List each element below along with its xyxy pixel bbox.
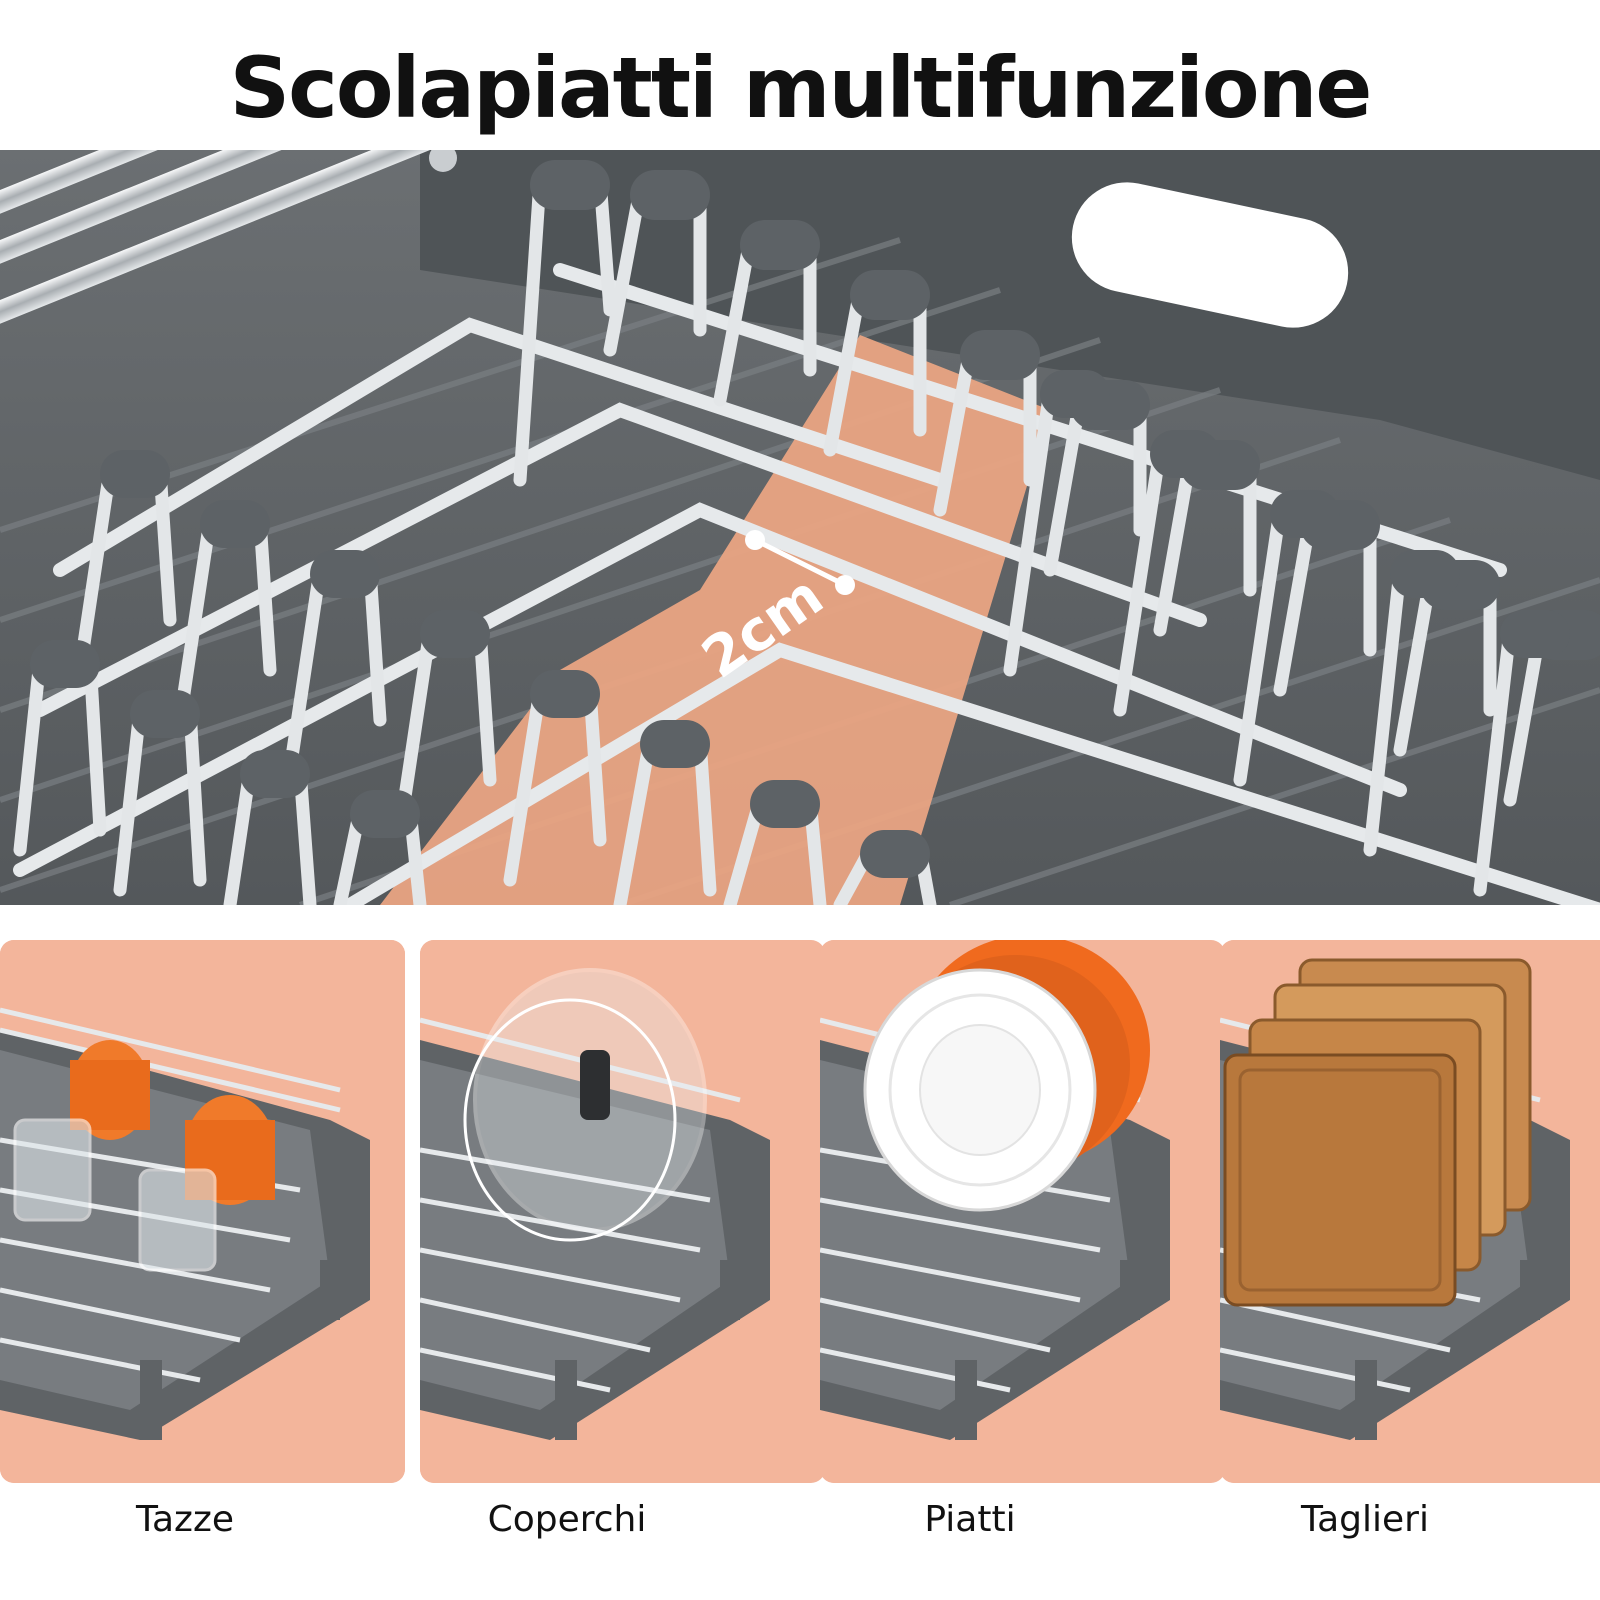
panel-plates xyxy=(820,940,1225,1483)
hero-closeup: 2cm xyxy=(0,150,1600,905)
measurement-marker xyxy=(745,530,855,595)
caption-boards: Taglieri xyxy=(1301,1499,1429,1540)
caption-cups: Tazze xyxy=(135,1499,235,1540)
steel-rails xyxy=(0,150,547,336)
caption-lids: Coperchi xyxy=(487,1499,647,1540)
panel-lids xyxy=(420,940,825,1483)
caption-plates: Piatti xyxy=(924,1499,1016,1540)
boards-illustration xyxy=(1220,940,1600,1483)
panel-cups xyxy=(0,940,405,1483)
accent-highlight xyxy=(380,335,1050,905)
panel-boards xyxy=(1220,940,1600,1483)
screw-icon xyxy=(429,150,457,172)
wire-prongs xyxy=(13,160,1600,905)
plates-illustration xyxy=(820,940,1205,1483)
hero-illustration: 2cm xyxy=(0,150,1600,905)
page-title: Scolapiatti multifunzione xyxy=(229,39,1373,137)
cups-illustration xyxy=(0,940,405,1483)
lids-illustration xyxy=(420,940,805,1483)
wall-slot xyxy=(1071,182,1349,328)
